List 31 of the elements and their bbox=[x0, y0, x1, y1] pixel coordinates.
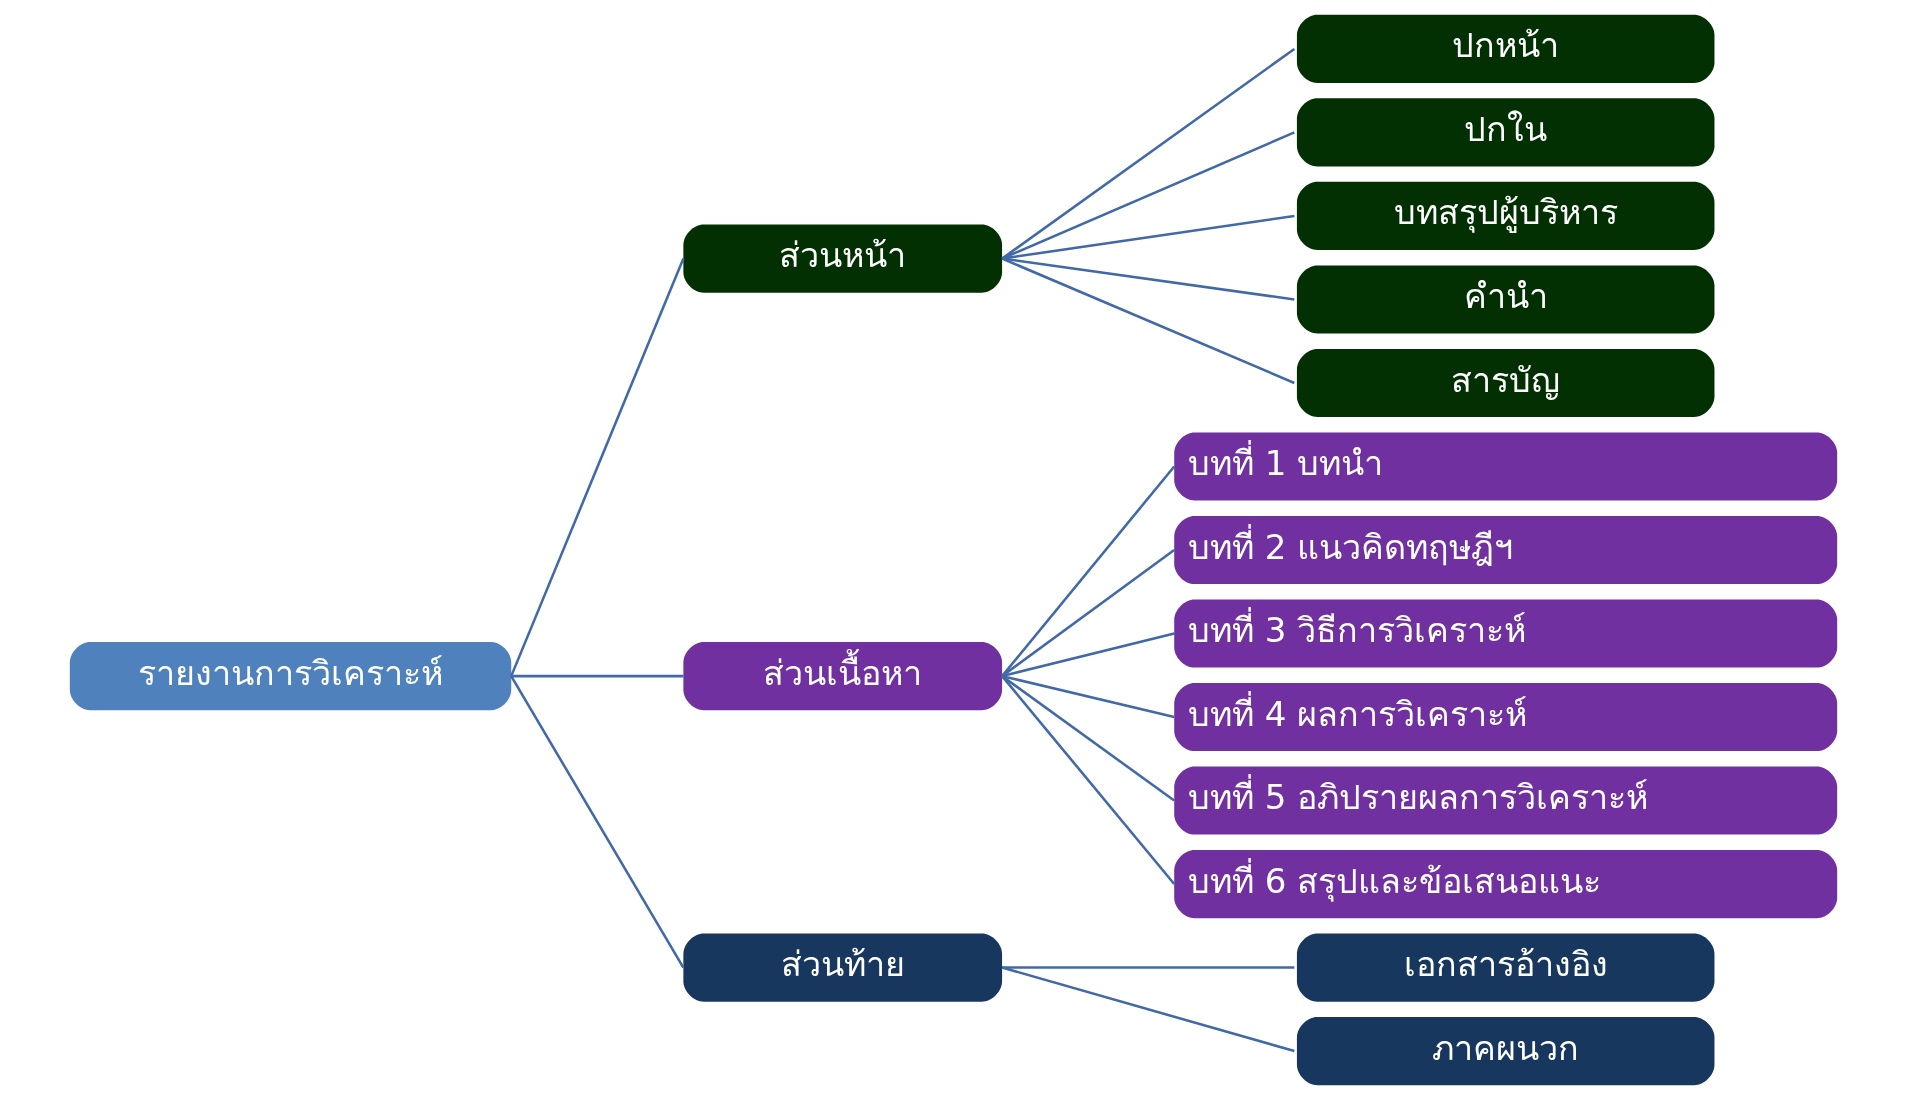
node-box: ส่วนเนื้อหา bbox=[682, 642, 1002, 711]
node-box: บทที่ 6 สรุปและข้อเสนอแนะ bbox=[1173, 849, 1837, 919]
node-box: ส่วนท้าย bbox=[682, 933, 1002, 1002]
node-box: คำนำ bbox=[1296, 265, 1714, 334]
connector bbox=[509, 675, 684, 969]
node-box: ส่วนหน้า bbox=[682, 224, 1002, 293]
node-box: บทที่ 4 ผลการวิเคราะห์ bbox=[1173, 682, 1837, 752]
node-box: บทที่ 5 อภิปรายผลการวิเคราะห์ bbox=[1173, 766, 1837, 835]
node-box: บทสรุปผู้บริหาร bbox=[1296, 181, 1714, 251]
node-box: บทที่ 2 แนวคิดทฤษฎีฯ bbox=[1173, 515, 1837, 585]
connector bbox=[510, 674, 683, 678]
node-box: บทที่ 3 วิธีการวิเคราะห์ bbox=[1173, 599, 1837, 668]
connector bbox=[509, 258, 685, 677]
node-box: สารบัญ bbox=[1296, 348, 1714, 418]
connector bbox=[1001, 632, 1174, 678]
connector bbox=[1000, 675, 1175, 802]
node-box: ปกใน bbox=[1296, 98, 1714, 167]
connector bbox=[1001, 674, 1174, 719]
connector bbox=[1000, 465, 1175, 677]
node-box: เอกสารอ้างอิง bbox=[1296, 933, 1714, 1002]
connector bbox=[1001, 966, 1294, 969]
connector bbox=[1001, 966, 1295, 1053]
node-box: ปกหน้า bbox=[1296, 14, 1714, 83]
node-box: รายงานการวิเคราะห์ bbox=[69, 642, 511, 711]
connector bbox=[1000, 47, 1295, 260]
node-box: บทที่ 1 บทนำ bbox=[1173, 432, 1837, 501]
connector bbox=[1000, 675, 1175, 885]
connector bbox=[1001, 257, 1295, 385]
connector bbox=[1000, 548, 1175, 678]
connector bbox=[1001, 131, 1295, 260]
node-box: ภาคผนวก bbox=[1296, 1017, 1714, 1086]
